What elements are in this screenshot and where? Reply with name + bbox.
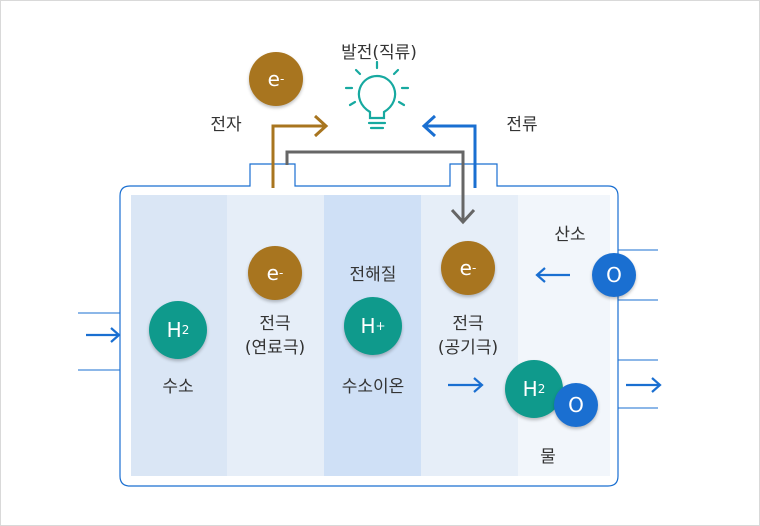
electron-label: 전자 — [210, 115, 242, 135]
hydrogen-ion: H+ — [344, 297, 402, 355]
water-flow-arrow — [448, 377, 484, 393]
oxygen-particle: O — [592, 253, 636, 297]
power-label: 발전(직류) — [341, 43, 417, 63]
cell-outline — [119, 163, 619, 487]
water-oxygen-part: O — [554, 383, 598, 427]
air-electrode-label-line1: 전극 — [452, 314, 484, 334]
hydrogen-label: 수소 — [162, 377, 194, 397]
electron-flow-arrow — [271, 114, 329, 188]
circuit-wire — [285, 150, 476, 225]
fuel-electrode-label: 전극 (연료극) — [230, 312, 320, 360]
lightbulb-icon — [344, 60, 410, 130]
current-flow-arrow — [421, 114, 477, 188]
oxygen-inflow-arrow — [535, 267, 570, 283]
band-oxygen — [518, 195, 610, 476]
air-electrode-label: 전극 (공기극) — [423, 312, 513, 360]
electron-particle-top: e- — [249, 52, 303, 106]
band-fuel-electrode — [227, 195, 324, 476]
electron-particle-air-electrode: e- — [441, 241, 495, 295]
air-electrode-label-line2: (공기극) — [437, 338, 499, 358]
water-outflow-arrow — [626, 377, 662, 393]
fuel-electrode-label-line1: 전극 — [259, 314, 291, 334]
hydrogen-inflow-arrow — [86, 327, 121, 343]
water-label: 물 — [540, 447, 556, 467]
fuel-electrode-label-line2: (연료극) — [244, 338, 306, 358]
hydrogen-ion-label: 수소이온 — [341, 377, 405, 397]
electrolyte-label: 전해질 — [349, 265, 397, 285]
electron-particle-fuel-electrode: e- — [248, 246, 302, 300]
current-label: 전류 — [506, 115, 538, 135]
oxygen-label: 산소 — [554, 225, 586, 245]
